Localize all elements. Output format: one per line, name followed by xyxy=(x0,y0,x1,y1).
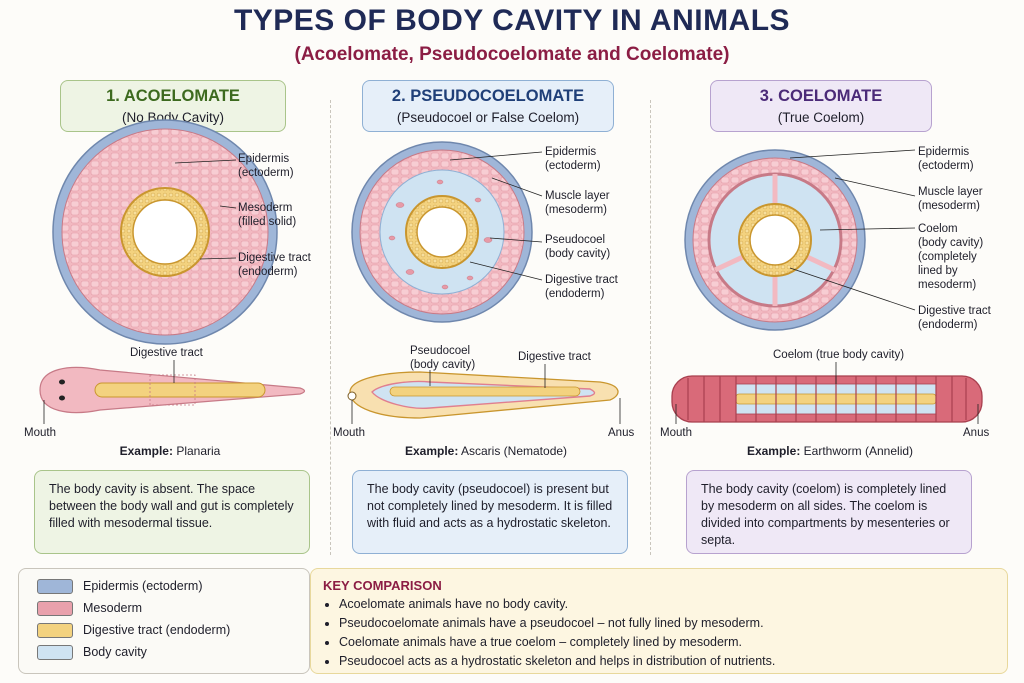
legend-label: Mesoderm xyxy=(83,601,143,615)
list-item: Acoelomate animals have no body cavity. xyxy=(339,595,1007,614)
pseudocoelomate-subheading: (Pseudocoel or False Coelom) xyxy=(396,110,580,125)
earthworm-anus-label: Anus xyxy=(963,427,990,439)
pseudocoelomate-heading-box: 2. PSEUDOCOELOMATE (Pseudocoel or False … xyxy=(362,80,614,132)
ascaris-mouth-label: Mouth xyxy=(333,427,365,439)
key-comparison-title: KEY COMPARISON xyxy=(323,578,442,593)
planaria-mouth-label: Mouth xyxy=(24,427,56,439)
pseudocoelomate-description: The body cavity (pseudocoel) is present … xyxy=(352,470,628,554)
label-digestive-tract: Digestive tract (endoderm) xyxy=(545,274,618,300)
legend: Epidermis (ectoderm) Mesoderm Digestive … xyxy=(18,568,310,674)
label-muscle-layer: Muscle layer (mesoderm) xyxy=(545,190,610,216)
legend-item-epidermis: Epidermis (ectoderm) xyxy=(37,575,309,597)
pseudocoelomate-heading: 2. PSEUDOCOELOMATE xyxy=(391,87,585,105)
acoelomate-cross-section xyxy=(52,119,278,345)
legend-item-mesoderm: Mesoderm xyxy=(37,597,309,619)
ascaris-digestive-tract-label: Digestive tract xyxy=(518,351,591,363)
label-digestive-tract: Digestive tract (endoderm) xyxy=(238,252,311,278)
list-item: Coelomate animals have a true coelom – c… xyxy=(339,633,1007,652)
legend-label: Digestive tract (endoderm) xyxy=(83,623,231,637)
key-comparison-list: Acoelomate animals have no body cavity. … xyxy=(311,595,1007,671)
acoelomate-example: Example: Planaria xyxy=(119,444,221,458)
list-item: Pseudocoelomate animals have a pseudocoe… xyxy=(339,614,1007,633)
acoelomate-heading: 1. ACOELOMATE xyxy=(106,87,240,105)
acoelomate-description: The body cavity is absent. The space bet… xyxy=(34,470,310,554)
column-divider xyxy=(650,100,651,555)
coelomate-heading-box: 3. COELOMATE (True Coelom) xyxy=(710,80,932,132)
coelomate-description: The body cavity (coelom) is completely l… xyxy=(686,470,972,554)
legend-item-digestive-tract: Digestive tract (endoderm) xyxy=(37,619,309,641)
page-title: TYPES OF BODY CAVITY IN ANIMALS xyxy=(233,4,791,37)
coelomate-heading: 3. COELOMATE xyxy=(759,87,883,105)
ascaris-anus-label: Anus xyxy=(608,427,635,439)
label-epidermis: Epidermis (ectoderm) xyxy=(918,146,974,172)
legend-swatch xyxy=(37,600,73,616)
label-epidermis: Epidermis (ectoderm) xyxy=(238,153,294,179)
earthworm-illustration xyxy=(671,362,983,424)
column-divider xyxy=(330,100,331,555)
label-epidermis: Epidermis (ectoderm) xyxy=(545,146,601,172)
label-muscle-layer: Muscle layer (mesoderm) xyxy=(918,186,983,212)
label-mesoderm: Mesoderm (filled solid) xyxy=(238,202,297,228)
ascaris-pseudocoel-label: Pseudocoel (body cavity) xyxy=(410,345,476,371)
legend-label: Body cavity xyxy=(83,645,147,659)
label-pseudocoel: Pseudocoel (body cavity) xyxy=(545,234,611,260)
legend-swatch xyxy=(37,644,73,660)
ascaris-illustration xyxy=(347,364,621,424)
legend-label: Epidermis (ectoderm) xyxy=(83,579,203,593)
page-subtitle: (Acoelomate, Pseudocoelomate and Coeloma… xyxy=(294,44,730,65)
list-item: Pseudocoel acts as a hydrostatic skeleto… xyxy=(339,652,1007,671)
planaria-illustration xyxy=(39,360,306,424)
pseudocoelomate-example: Example: Ascaris (Nematode) xyxy=(404,444,568,458)
legend-swatch xyxy=(37,578,73,594)
coelomate-cross-section xyxy=(684,149,916,331)
legend-item-body-cavity: Body cavity xyxy=(37,641,309,663)
coelomate-example: Example: Earthworm (Annelid) xyxy=(746,444,914,458)
earthworm-coelom-label: Coelom (true body cavity) xyxy=(773,349,905,361)
planaria-digestive-tract-label: Digestive tract xyxy=(130,347,203,359)
label-digestive-tract: Digestive tract (endoderm) xyxy=(918,305,991,331)
label-coelom: Coelom (body cavity) (completely lined b… xyxy=(918,223,984,291)
pseudocoelomate-cross-section xyxy=(351,141,543,323)
earthworm-mouth-label: Mouth xyxy=(660,427,692,439)
coelomate-subheading: (True Coelom) xyxy=(777,110,865,125)
legend-swatch xyxy=(37,622,73,638)
key-comparison: KEY COMPARISON Acoelomate animals have n… xyxy=(310,568,1008,674)
